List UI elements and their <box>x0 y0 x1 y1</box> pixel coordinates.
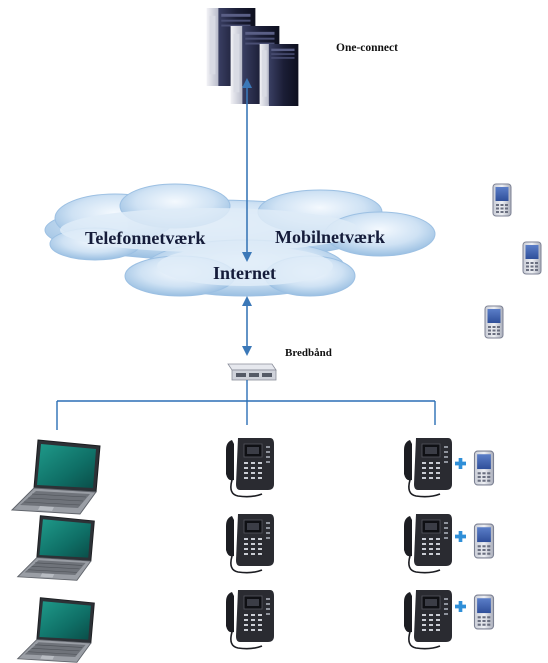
mobile-handset-icon <box>473 523 495 559</box>
desk-phone-icon <box>403 589 453 650</box>
mobile-handset-icon <box>522 241 542 275</box>
desk-phone-icon <box>403 437 453 498</box>
server-tower-icon <box>259 44 299 106</box>
internet-label: Internet <box>213 263 276 283</box>
mobile-handset-icon <box>484 305 504 339</box>
desk-phone-icon <box>403 513 453 574</box>
cloud-icon <box>44 183 436 297</box>
mobile-handset-icon <box>473 450 495 486</box>
laptop-icon <box>11 439 101 515</box>
broadband-label: Bredbånd <box>285 347 332 359</box>
plus-icon <box>455 531 466 542</box>
arrow-cloud-router <box>242 296 252 356</box>
desk-phone-icon <box>225 437 275 498</box>
telefonnet-label: Telefonnetværk <box>85 228 205 248</box>
plus-icon <box>455 458 466 469</box>
lan-connectors <box>56 380 436 430</box>
desk-phone-icon <box>225 513 275 574</box>
plus-icon <box>455 601 466 612</box>
laptop-icon <box>17 597 95 663</box>
server-stack <box>206 8 299 106</box>
mobile-handset-icon <box>473 594 495 630</box>
desk-phone-icon <box>225 589 275 650</box>
mobilnet-label: Mobilnetværk <box>275 227 385 247</box>
network-router-icon <box>227 363 277 381</box>
arrow-server-cloud <box>242 78 252 262</box>
server-label: One-connect <box>336 42 398 54</box>
laptop-icon <box>17 515 95 581</box>
mobile-handset-icon <box>492 183 512 217</box>
